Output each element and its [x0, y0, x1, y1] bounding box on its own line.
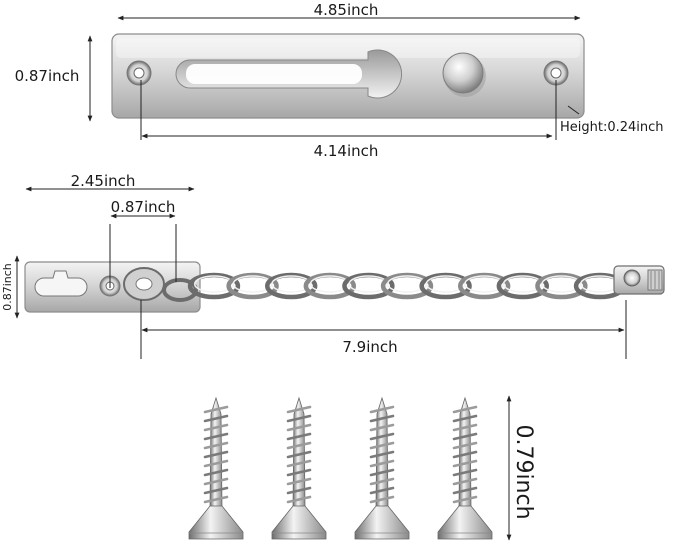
- wood-screw: [354, 396, 410, 540]
- chain-end-slider: [613, 265, 665, 295]
- hole-spacing-label: 4.14inch: [314, 142, 379, 160]
- screw-length-dimension: 0.79inch: [506, 395, 536, 541]
- chain-link: [342, 272, 395, 300]
- plate-slot: [175, 49, 403, 99]
- anchor-hole-spacing-label: 0.87inch: [111, 198, 176, 216]
- chain-length-dimension: 7.9inch: [140, 300, 627, 359]
- chain-link: [458, 272, 511, 300]
- chain: [187, 272, 627, 300]
- anchor-plate: [24, 261, 201, 313]
- anchor-hole-spacing-dimension: 0.87inch: [109, 198, 177, 288]
- chain-link: [419, 272, 472, 300]
- plate-knob: [442, 52, 486, 97]
- wood-screw: [437, 396, 493, 540]
- plate-screw-hole-left: [126, 60, 152, 86]
- chain-link: [535, 272, 588, 300]
- anchor-width-label: 0.87inch: [1, 263, 14, 311]
- anchor-offset-label: 2.45inch: [71, 172, 136, 190]
- plate-width-dimension: 0.87inch: [15, 35, 93, 122]
- screw-length-label: 0.79inch: [511, 424, 536, 519]
- chain-link: [187, 272, 241, 300]
- screws: [188, 396, 493, 540]
- plate-length-dimension: 4.85inch: [117, 1, 581, 21]
- plate-width-label: 0.87inch: [15, 67, 80, 85]
- chain-link: [265, 272, 318, 300]
- anchor-offset-dimension: 2.45inch: [25, 172, 195, 192]
- plate-height-label: Height:0.24inch: [560, 120, 664, 135]
- plate-height-dimension: Height:0.24inch: [560, 105, 664, 135]
- chain-link: [496, 272, 549, 300]
- anchor-width-dimension: 0.87inch: [1, 255, 20, 319]
- chain-length-label: 7.9inch: [342, 338, 397, 356]
- slide-plate: [111, 33, 585, 119]
- chain-link: [226, 272, 279, 300]
- hole-spacing-dimension: 4.14inch: [140, 80, 557, 160]
- plate-screw-hole-right: [543, 60, 569, 86]
- wood-screw: [188, 396, 244, 540]
- chain-link: [380, 272, 434, 300]
- plate-length-label: 4.85inch: [314, 1, 379, 19]
- chain-link: [303, 272, 356, 300]
- wood-screw: [271, 396, 327, 540]
